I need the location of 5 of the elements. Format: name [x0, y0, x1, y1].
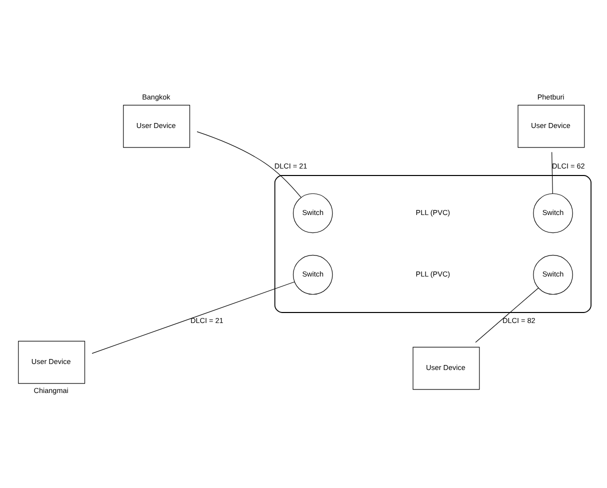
connector [196, 131, 302, 198]
connector [552, 152, 553, 194]
cluster [274, 175, 592, 313]
connector [475, 288, 539, 343]
connector [92, 282, 295, 354]
